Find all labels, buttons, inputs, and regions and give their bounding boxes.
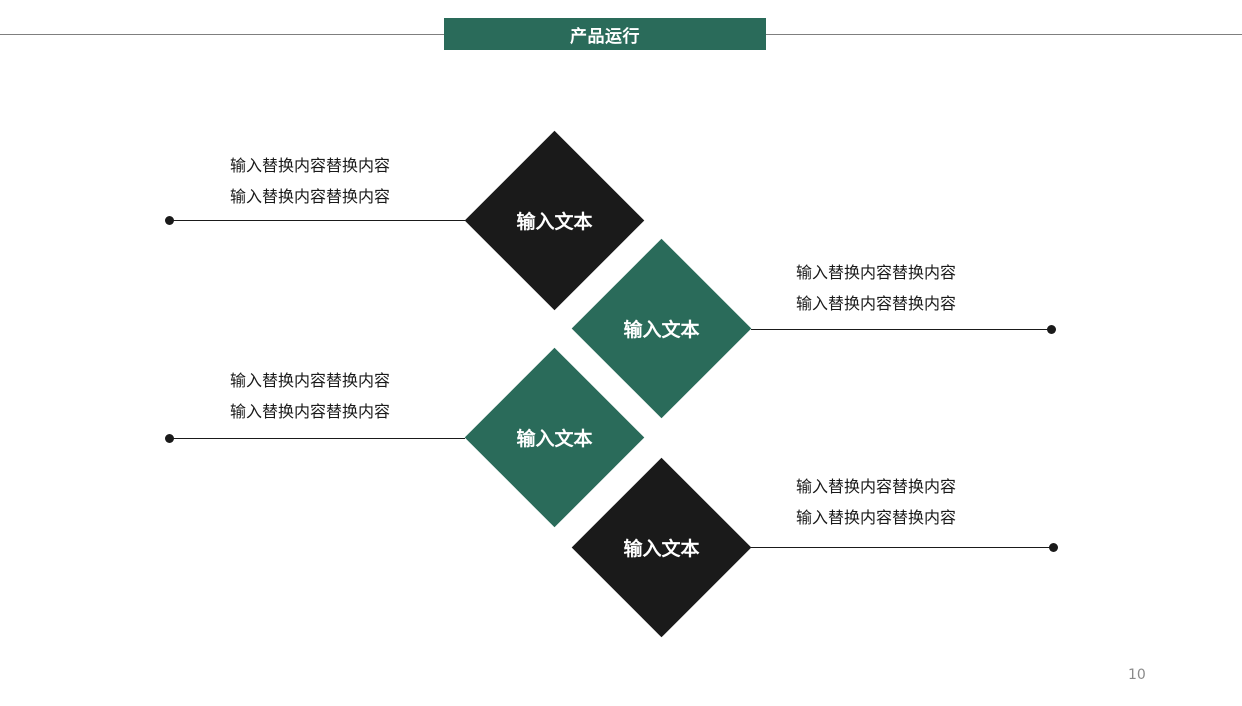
description-4: 输入替换内容替换内容 输入替换内容替换内容 [796,471,956,533]
connector-dot-2 [1047,325,1056,334]
connector-dot-4 [1049,543,1058,552]
description-line: 输入替换内容替换内容 [230,187,391,206]
diamond-step-1: 输入文本 [464,130,645,311]
diamond-label: 输入文本 [516,428,593,450]
description-line: 输入替换内容替换内容 [230,156,391,175]
description-line: 输入替换内容替换内容 [796,508,957,527]
connector-line-2 [751,329,1051,330]
description-3: 输入替换内容替换内容 输入替换内容替换内容 [230,365,390,427]
description-line: 输入替换内容替换内容 [796,263,957,282]
description-2: 输入替换内容替换内容 输入替换内容替换内容 [796,257,956,319]
connector-line-3 [170,438,465,439]
diamond-label: 输入文本 [516,211,593,233]
description-1: 输入替换内容替换内容 输入替换内容替换内容 [230,150,390,212]
diamond-step-4: 输入文本 [571,457,752,638]
diamond-step-3: 输入文本 [464,347,645,528]
connector-line-1 [170,220,465,221]
connector-dot-1 [165,216,174,225]
description-line: 输入替换内容替换内容 [796,477,957,496]
page-number: 10 [1128,667,1146,683]
connector-line-4 [751,547,1053,548]
diamond-label: 输入文本 [623,319,700,341]
diamond-step-2: 输入文本 [571,238,752,419]
description-line: 输入替换内容替换内容 [796,294,957,313]
page-title: 产品运行 [444,18,766,50]
connector-dot-3 [165,434,174,443]
description-line: 输入替换内容替换内容 [230,402,391,421]
description-line: 输入替换内容替换内容 [230,371,391,390]
diamond-label: 输入文本 [623,538,700,560]
